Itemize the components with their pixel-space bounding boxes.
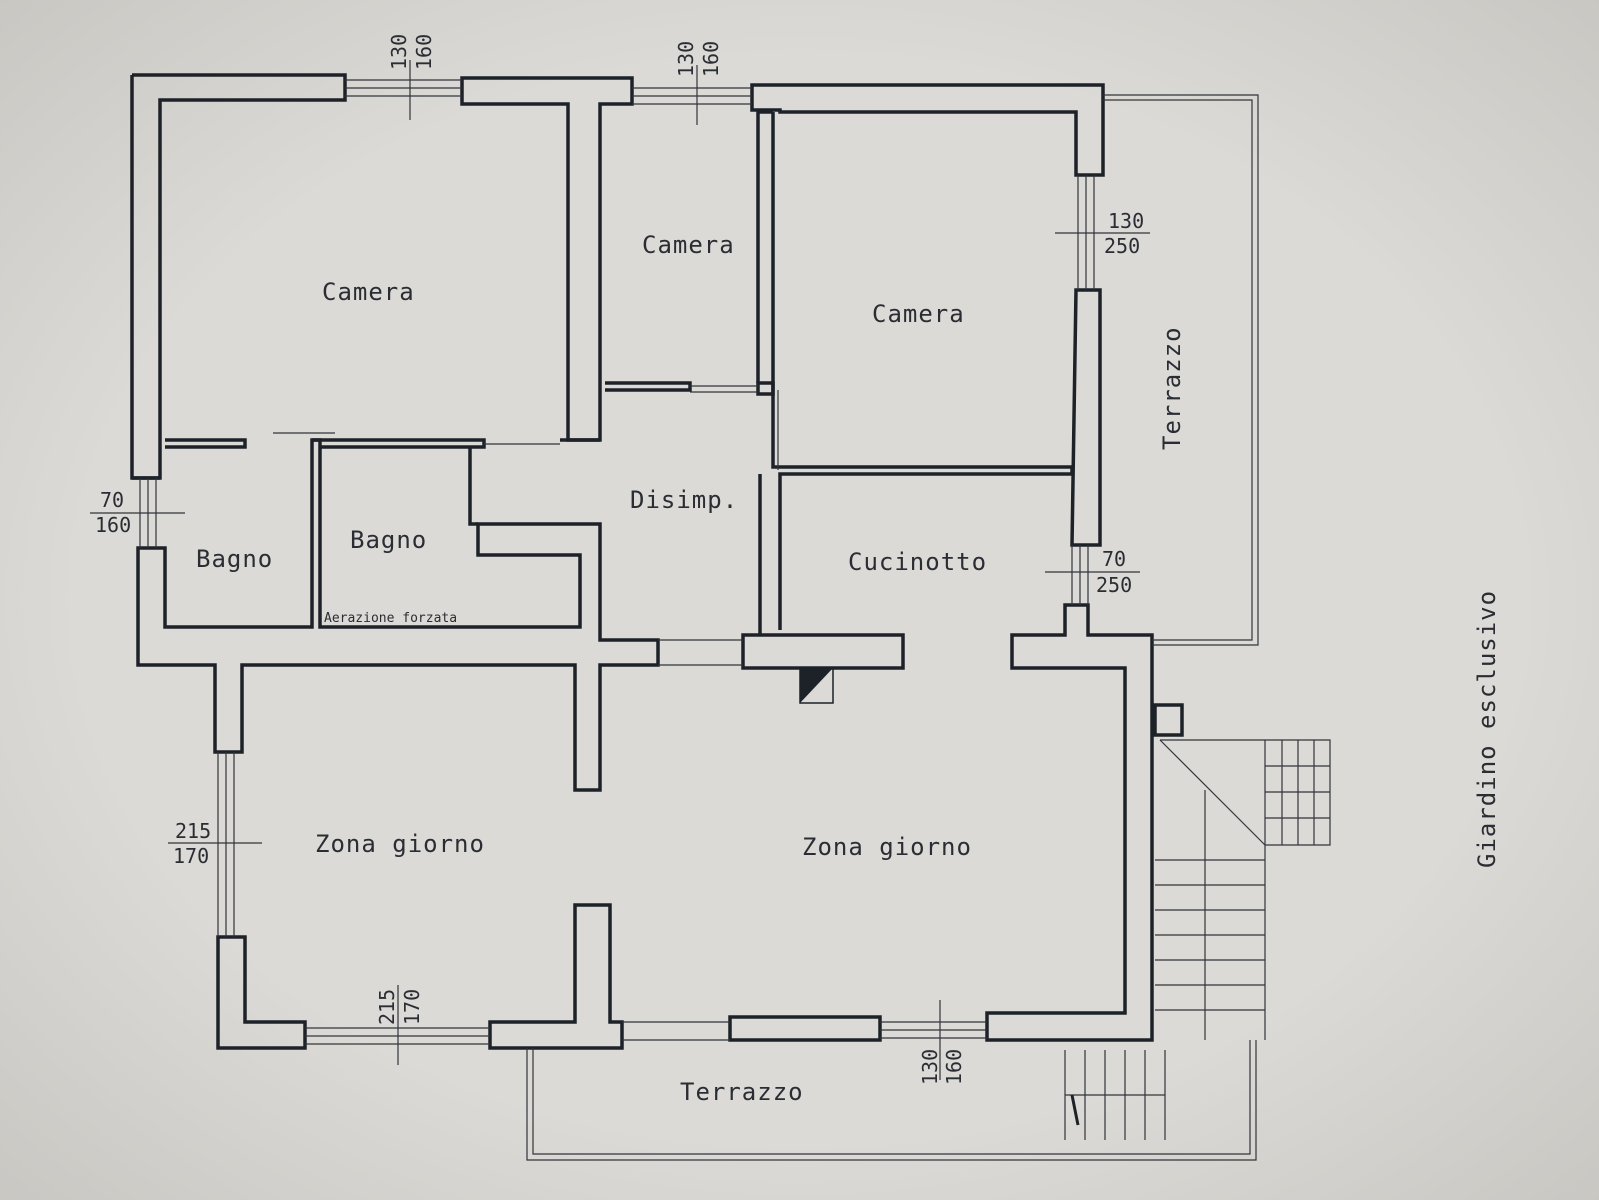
terrace-bottom-inner: [532, 1040, 1251, 1155]
wall-camera3-left: [771, 112, 1074, 630]
terraces: [526, 94, 1259, 1161]
dim-bottom-1-b: 170: [400, 989, 424, 1025]
label-zona-giorno-2: Zona giorno: [802, 833, 972, 861]
label-disimp: Disimp.: [630, 486, 738, 514]
room-labels: Camera Camera Camera Disimp. Bagno Bagno…: [196, 231, 1501, 1106]
door-camera2: [690, 385, 758, 393]
dim-top-1-b: 160: [412, 34, 436, 70]
label-vent-note: Aerazione forzata: [324, 611, 457, 626]
wall-top-left: [132, 73, 347, 420]
label-terrazzo-bottom: Terrazzo: [680, 1078, 804, 1106]
pillar-right: [1153, 703, 1184, 737]
label-terrazzo-right: Terrazzo: [1158, 326, 1186, 450]
terrace-bottom-outer: [526, 1040, 1257, 1161]
wall-bagno-top: [165, 438, 247, 449]
dim-top-2-b: 160: [699, 41, 723, 77]
wall-bottom-segment: [728, 1015, 882, 1042]
terrace-right-outer: [1103, 94, 1259, 646]
dim-left-2-a: 215: [175, 819, 211, 843]
dim-right-1-b: 250: [1104, 234, 1140, 258]
opening-bottom: [622, 1021, 730, 1041]
wall-bottom-middle: [488, 903, 624, 1050]
window-top-2: [632, 87, 752, 105]
dimensions: 130 160 130 160 130 250 70 250 70 160 21…: [90, 34, 1150, 1085]
dim-right-1-a: 130: [1108, 209, 1144, 233]
wall-top-right: [750, 83, 1105, 177]
flue-symbol: [799, 667, 834, 704]
terrace-right-inner: [1103, 99, 1253, 641]
label-camera-1: Camera: [322, 278, 415, 306]
label-zona-giorno-1: Zona giorno: [315, 830, 485, 858]
stair-steps-mid: [1155, 859, 1265, 1011]
window-right-2: [1071, 545, 1089, 605]
stair-diagonal: [1159, 739, 1266, 846]
window-left-2: [217, 752, 235, 937]
dim-top-2-a: 130: [674, 41, 698, 77]
dim-bottom-1-a: 215: [375, 989, 399, 1025]
label-bagno-1: Bagno: [196, 545, 273, 573]
label-camera-2: Camera: [642, 231, 735, 259]
wall-right-upper: [1070, 288, 1102, 547]
window-bottom-2: [880, 1021, 987, 1039]
dim-left-2-b: 170: [173, 844, 209, 868]
staircase: [1064, 739, 1331, 1140]
window-top-1: [345, 79, 462, 97]
wall-camera2-corner: [756, 381, 775, 396]
dim-right-2-a: 70: [1102, 547, 1126, 571]
label-cucinotto: Cucinotto: [848, 548, 987, 576]
opening-kitchen: [658, 639, 743, 666]
walls: [130, 73, 1184, 1050]
label-garden: Giardino esclusivo: [1473, 590, 1501, 868]
wall-kitchen-bottom: [741, 633, 905, 670]
label-bagno-2: Bagno: [350, 526, 427, 554]
dim-left-1-b: 160: [95, 513, 131, 537]
wall-bottom-left: [216, 935, 307, 1050]
dim-bottom-2-a: 130: [918, 1049, 942, 1085]
dim-top-1-a: 130: [387, 34, 411, 70]
label-camera-3: Camera: [872, 300, 965, 328]
dim-right-2-b: 250: [1096, 573, 1132, 597]
dim-bottom-2-b: 160: [942, 1049, 966, 1085]
wall-right-lower: [985, 603, 1154, 1042]
dim-left-1-a: 70: [100, 488, 124, 512]
stair-steps-top-h: [1265, 765, 1330, 819]
stair-arrow: [1070, 1094, 1080, 1126]
wall-bagno2-right: [468, 447, 478, 526]
